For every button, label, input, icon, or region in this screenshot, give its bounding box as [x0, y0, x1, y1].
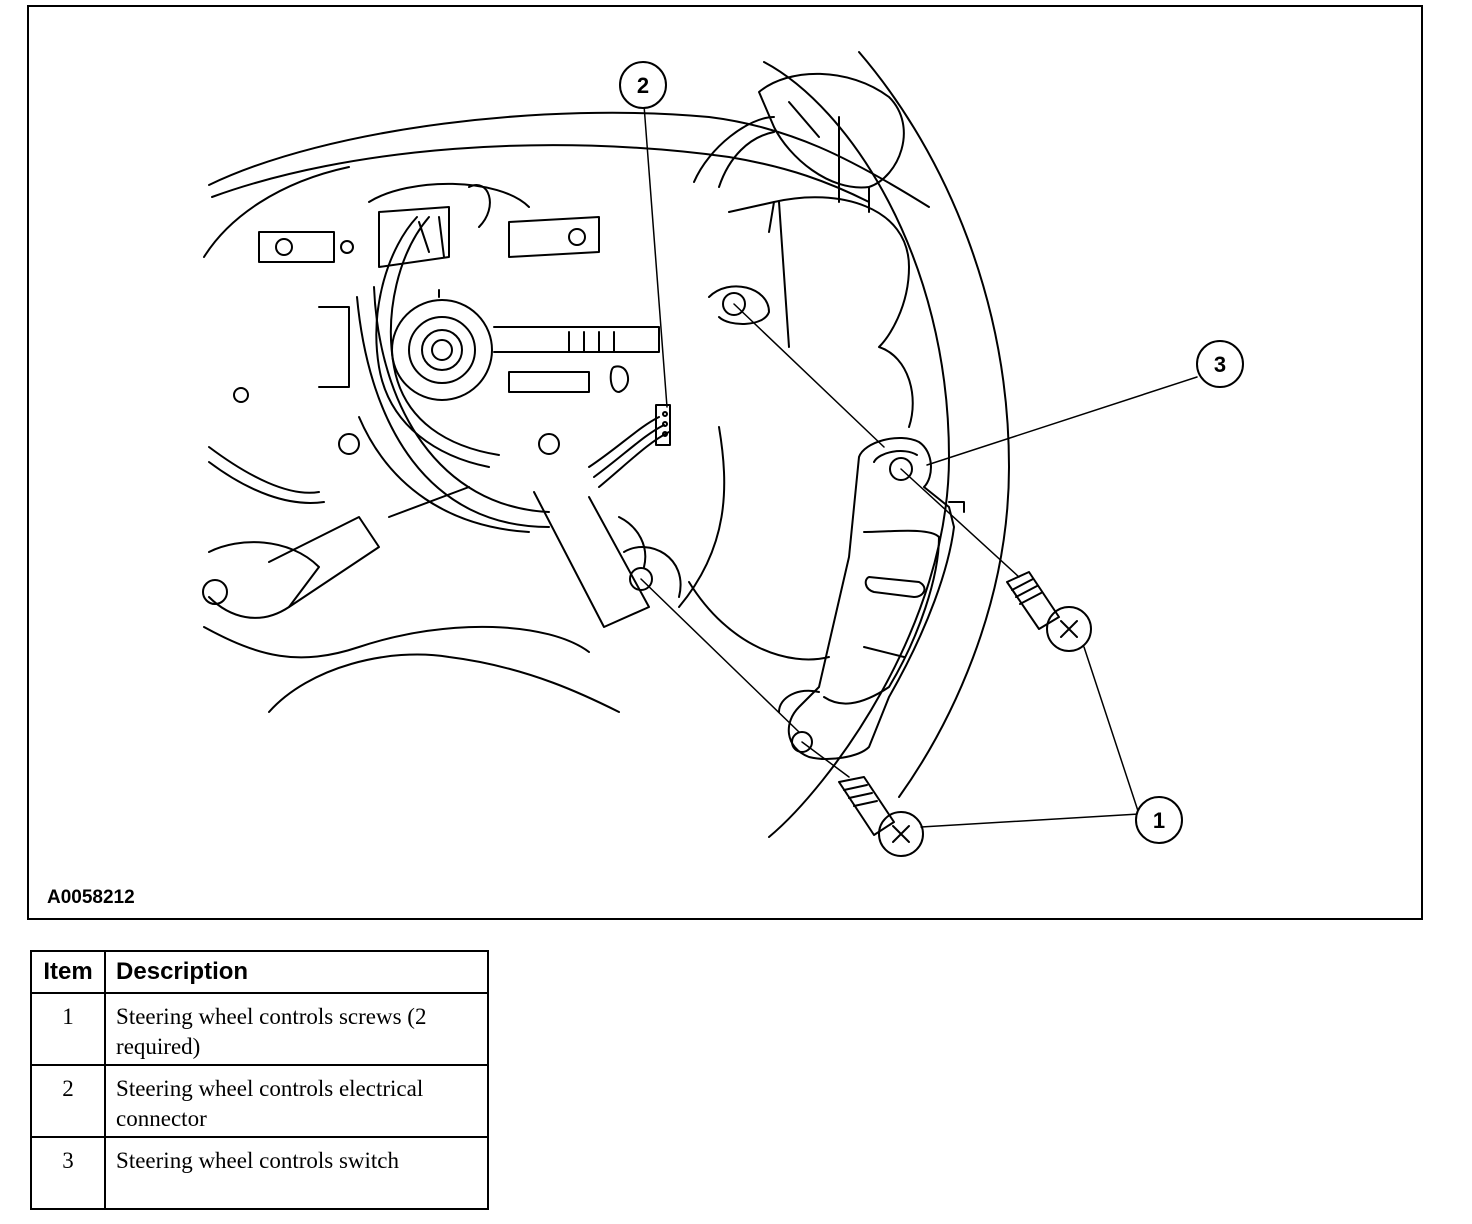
- legend-item-description: Steering wheel controls electrical conne…: [104, 1064, 489, 1138]
- figure-id-label: A0058212: [47, 887, 135, 908]
- legend-item-number: 2: [29, 1064, 107, 1138]
- mounting-holes: [623, 285, 770, 598]
- controls-switch: [778, 437, 965, 760]
- callout-1-label: 1: [1153, 808, 1165, 833]
- alignment-lines: [640, 303, 1020, 778]
- screw-lower: [838, 776, 924, 857]
- callout-2: 2: [619, 61, 667, 109]
- upper-spoke: [693, 72, 905, 213]
- wiring-harness: [208, 216, 670, 504]
- lower-spokes: [202, 486, 650, 713]
- legend-header-description: Description: [104, 950, 489, 994]
- figure-frame: 2 3 1 A0058212: [27, 5, 1423, 920]
- legend-header-item: Item: [29, 950, 107, 994]
- callout-3-label: 3: [1214, 352, 1226, 377]
- steering-wheel-illustration: 2 3 1: [202, 51, 1244, 857]
- callout-leaders: [643, 104, 1198, 828]
- legend-row: 2 Steering wheel controls electrical con…: [29, 1064, 489, 1138]
- right-pad: [678, 196, 914, 661]
- wheel-rim: [203, 51, 1010, 838]
- screw-upper: [1006, 571, 1092, 652]
- legend-item-description: Steering wheel controls switch: [104, 1136, 489, 1210]
- callout-3: 3: [1196, 340, 1244, 388]
- legend-item-description: Steering wheel controls screws (2 requir…: [104, 992, 489, 1066]
- electrical-connector: [655, 404, 671, 446]
- callout-2-label: 2: [637, 73, 649, 98]
- legend-row: 1 Steering wheel controls screws (2 requ…: [29, 992, 489, 1066]
- legend-item-number: 3: [29, 1136, 107, 1210]
- legend-row: 3 Steering wheel controls switch: [29, 1136, 489, 1210]
- hub-assembly: [233, 182, 660, 533]
- legend-item-number: 1: [29, 992, 107, 1066]
- callout-1: 1: [1135, 796, 1183, 844]
- legend-header-row: Item Description: [29, 950, 489, 994]
- legend-table: Item Description 1 Steering wheel contro…: [29, 950, 489, 1210]
